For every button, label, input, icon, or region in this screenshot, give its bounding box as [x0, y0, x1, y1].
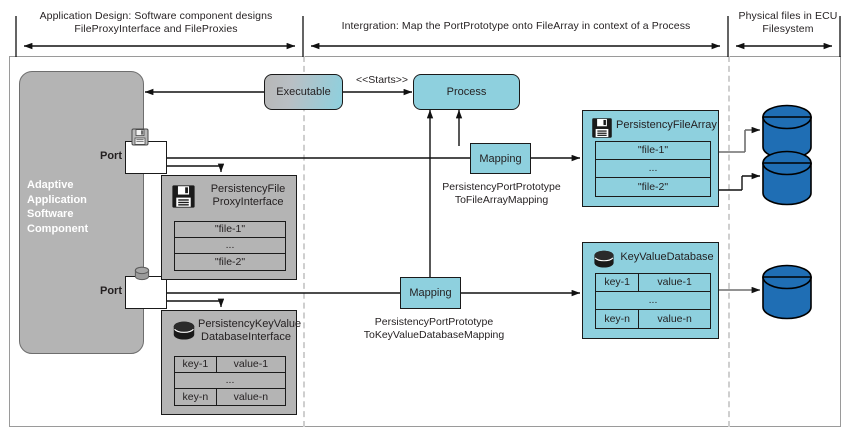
component-label-line: Component — [27, 222, 89, 235]
component-label: Adaptive Application Software Component — [27, 178, 137, 236]
zone-divider-left — [303, 56, 305, 427]
table-row[interactable]: ... — [175, 373, 285, 389]
process-node[interactable]: Process — [413, 74, 520, 110]
file-array-title: PersistencyFileArray — [616, 119, 717, 131]
persistency-key-value-database-interface-node[interactable]: PersistencyKeyValue DatabaseInterface ke… — [161, 310, 302, 415]
persistency-file-array-node[interactable]: PersistencyFileArray "file-1" ... "file-… — [582, 110, 719, 207]
floppy-disk-icon — [591, 117, 613, 139]
ellipsis-cell: ... — [648, 162, 658, 175]
mapping-file-array-node[interactable]: Mapping — [470, 143, 531, 174]
zone-label-line2: Filesystem — [762, 22, 814, 35]
process-label: Process — [446, 86, 487, 98]
file-name-cell: "file-1" — [637, 144, 669, 157]
mapping-key-value-database-node[interactable]: Mapping — [400, 277, 461, 309]
floppy-disk-icon — [171, 184, 196, 209]
zone-label-integration: Intergration: Map the PortPrototype onto… — [306, 20, 726, 33]
starts-stereotype-label: <<Starts>> — [356, 74, 408, 86]
file-array-mapping-caption: PersistencyPortPrototype ToFileArrayMapp… — [430, 181, 573, 206]
ellipsis-cell: ... — [648, 294, 658, 307]
zone-label-application-design: Application Design: Software component d… — [12, 10, 300, 35]
caption-line2: ToKeyValueDatabaseMapping — [363, 328, 505, 341]
table-row[interactable]: "file-2" — [596, 178, 710, 196]
title-line1: PersistencyFile — [210, 183, 286, 195]
title-line2: DatabaseInterface — [201, 331, 291, 343]
adaptive-application-software-component[interactable] — [19, 71, 144, 354]
value-cell: value-n — [233, 390, 269, 403]
table-row[interactable]: "file-1" — [596, 142, 710, 160]
floppy-disk-icon — [131, 128, 149, 146]
storage-cylinder-file-store-1[interactable] — [761, 104, 813, 160]
table-row[interactable]: key-n value-n — [596, 309, 710, 328]
file-name-cell: "file-1" — [214, 223, 246, 236]
caption-line2: ToFileArrayMapping — [454, 193, 549, 206]
ellipsis-cell: ... — [225, 239, 235, 252]
table-row[interactable]: ... — [175, 238, 285, 254]
zone-label-physical-files: Physical files in ECU Filesystem — [731, 10, 845, 35]
file-name-cell: "file-2" — [637, 180, 669, 193]
mapping-label: Mapping — [409, 287, 452, 299]
kv-database-table: key-1 value-1 ... key-n value-n — [595, 273, 711, 329]
table-row[interactable]: key-1 value-1 — [175, 357, 285, 373]
kv-database-interface-table: key-1 value-1 ... key-n value-n — [174, 356, 286, 406]
value-cell: value-1 — [233, 358, 269, 371]
database-cylinder-icon — [171, 320, 197, 343]
component-label-line: Adaptive — [27, 179, 74, 191]
table-row[interactable]: key-n value-n — [175, 388, 285, 405]
database-cylinder-icon — [133, 266, 151, 282]
table-row[interactable]: ... — [596, 292, 710, 310]
table-row[interactable]: key-1 value-1 — [596, 274, 710, 292]
database-cylinder-icon — [592, 249, 616, 271]
table-row[interactable]: ... — [596, 160, 710, 178]
key-cell: key-1 — [175, 357, 217, 372]
table-row[interactable]: "file-2" — [175, 254, 285, 270]
key-value-database-node[interactable]: KeyValueDatabase key-1 value-1 ... key-n… — [582, 242, 719, 339]
caption-line1: PersistencyPortPrototype — [442, 181, 561, 193]
title-line1: PersistencyKeyValue — [198, 318, 302, 330]
table-row[interactable]: "file-1" — [175, 222, 285, 238]
file-array-table: "file-1" ... "file-2" — [595, 141, 711, 197]
component-label-line: Software — [27, 208, 74, 220]
ellipsis-cell: ... — [225, 374, 235, 387]
storage-cylinder-kv-store-1[interactable] — [761, 264, 813, 320]
port-top-label: Port — [100, 150, 122, 162]
persistency-file-proxy-interface-node[interactable]: PersistencyFile ProxyInterface "file-1" … — [161, 175, 297, 280]
zone-divider-right — [728, 56, 730, 427]
zone-label-line1: Application Design: Software component d… — [39, 10, 273, 22]
kv-mapping-caption: PersistencyPortPrototype ToKeyValueDatab… — [358, 316, 510, 341]
file-proxy-interface-table: "file-1" ... "file-2" — [174, 221, 286, 271]
executable-node[interactable]: Executable — [264, 74, 343, 110]
caption-line1: PersistencyPortPrototype — [374, 316, 494, 328]
file-name-cell: "file-2" — [214, 255, 246, 268]
port-bottom-label: Port — [100, 285, 122, 297]
kv-database-interface-title: PersistencyKeyValue DatabaseInterface — [198, 318, 302, 344]
mapping-label: Mapping — [479, 152, 522, 165]
key-cell: key-n — [175, 388, 217, 405]
kv-database-title: KeyValueDatabase — [620, 251, 714, 263]
value-cell: value-n — [657, 312, 692, 325]
storage-cylinder-file-store-2[interactable] — [761, 150, 813, 206]
file-proxy-interface-title: PersistencyFile ProxyInterface — [202, 183, 294, 209]
zone-label-line1: Intergration: Map the PortPrototype onto… — [341, 20, 691, 32]
executable-label: Executable — [276, 86, 331, 98]
key-cell: key-n — [596, 309, 640, 328]
value-cell: value-1 — [657, 276, 692, 289]
key-cell: key-1 — [596, 274, 640, 291]
component-label-line: Application — [27, 193, 87, 206]
title-line2: ProxyInterface — [212, 196, 284, 208]
zone-label-line2: FileProxyInterface and FileProxies — [74, 22, 238, 35]
zone-label-line1: Physical files in ECU — [738, 10, 838, 22]
